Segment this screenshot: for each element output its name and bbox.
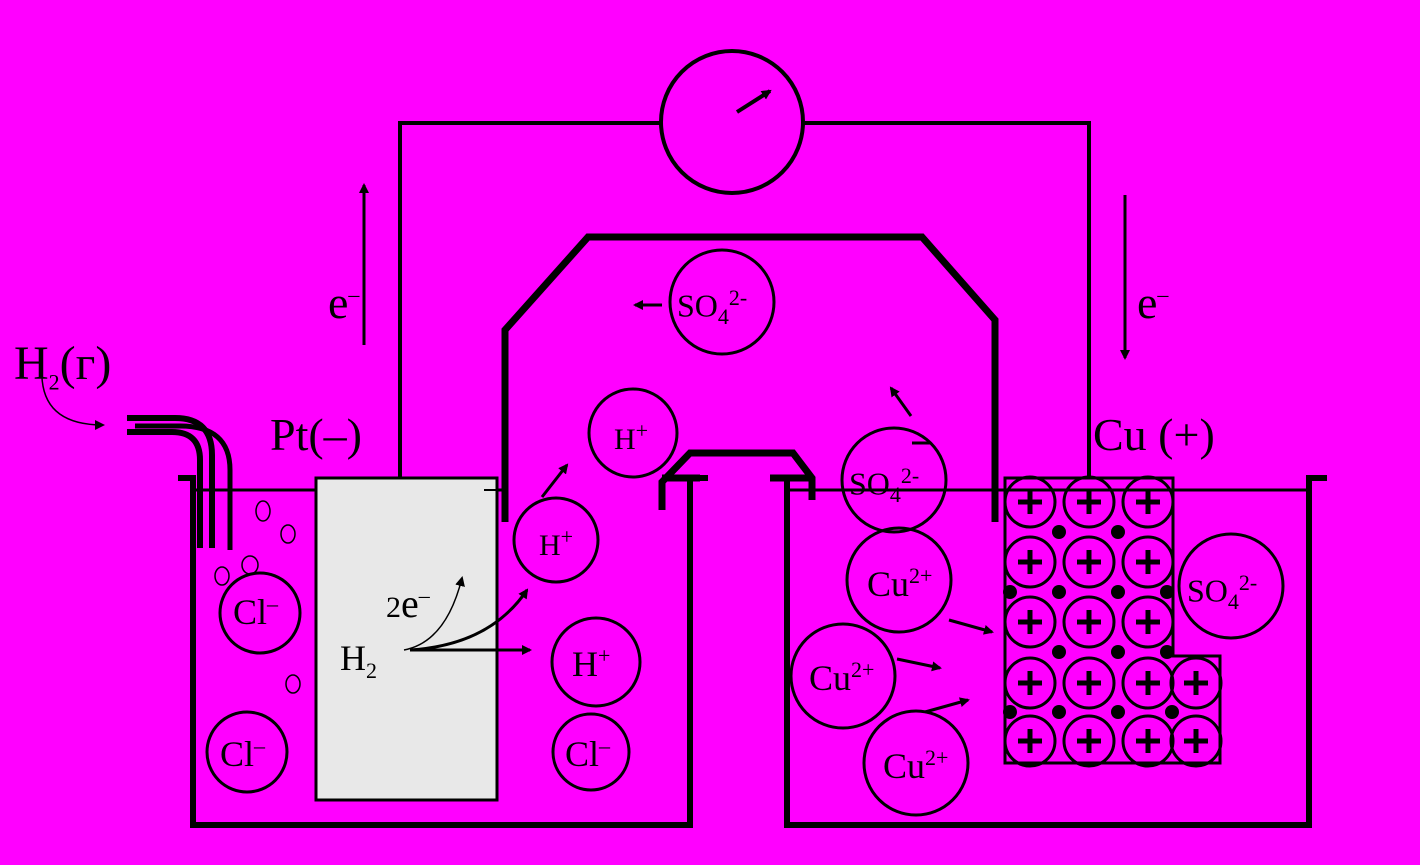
- right-beaker: [770, 475, 1327, 828]
- electron-dot: [1160, 645, 1174, 659]
- cation-circle: [1121, 656, 1175, 710]
- electron-dot: [1052, 705, 1066, 719]
- circuit-wire: [398, 121, 661, 478]
- cation-circle: [1003, 656, 1057, 710]
- ion-circles-right: [789, 426, 1285, 817]
- h2-gas-label: H2(г): [14, 337, 112, 395]
- electron-dot: [1111, 645, 1125, 659]
- cu-electrode-label: Cu (+): [1093, 409, 1215, 460]
- cation-circle: [1062, 475, 1116, 529]
- electron-right-label: e–: [1137, 277, 1169, 328]
- pt-electrode-label: Pt(–): [270, 409, 362, 460]
- cation-circle: [1003, 535, 1057, 589]
- cation-circle: [1169, 714, 1223, 768]
- cation-circle: [1169, 656, 1223, 710]
- cation-circle: [1121, 475, 1175, 529]
- electron-dot: [1003, 705, 1017, 719]
- salt-bridge-outer: [501, 233, 999, 522]
- electron-dot: [1052, 585, 1066, 599]
- oxidation-arrow: [403, 576, 465, 651]
- cation-circle: [1003, 595, 1057, 649]
- copper-ion-label: Cu2+: [809, 657, 875, 698]
- ion-circles-left: [205, 248, 776, 794]
- cation-circle: [1121, 595, 1175, 649]
- sulfate-ion-label: SO42-: [677, 285, 748, 330]
- cation-circle: [1003, 475, 1057, 529]
- cation-circle: [1062, 656, 1116, 710]
- h2-molecule-label: H2: [340, 638, 377, 684]
- cation-circle: [1062, 714, 1116, 768]
- cation-circle: [1062, 535, 1116, 589]
- cation-circle: [1003, 714, 1057, 768]
- cation-circle: [1121, 535, 1175, 589]
- left-beaker: [178, 475, 708, 828]
- salt-bridge-inner: [658, 449, 816, 510]
- electron-dot: [1165, 705, 1179, 719]
- copper-electrode: [1003, 476, 1222, 765]
- electron-dot: [1111, 525, 1125, 539]
- electron-dot: [1052, 525, 1066, 539]
- electron-dot: [1160, 585, 1174, 599]
- cation-circle: [1062, 595, 1116, 649]
- two-electrons-label: 2e–: [386, 581, 430, 626]
- sulfate-ion-label: SO42-: [1187, 570, 1258, 615]
- gas-flow-arrow: [41, 377, 105, 430]
- electron-left-label: e–: [328, 277, 360, 328]
- chloride-ion-label: Cl–: [233, 591, 279, 632]
- chloride-ion-label: Cl–: [565, 733, 611, 774]
- hydrogen-ion-label: H+: [614, 418, 649, 456]
- cation-plus-icon: [1003, 475, 1223, 768]
- electron-dot: [1052, 645, 1066, 659]
- hydrogen-ion-label: H+: [539, 524, 574, 562]
- hydrogen-ion-label: H+: [572, 643, 611, 684]
- circuit-wire-right: [804, 121, 1091, 478]
- electron-dot: [1003, 585, 1017, 599]
- electron-dot: [1111, 705, 1125, 719]
- galvanometer-icon: [659, 49, 805, 195]
- copper-ion-label: Cu2+: [883, 745, 949, 786]
- gas-inlet-tube: [127, 415, 233, 550]
- chloride-ion-label: Cl–: [220, 733, 266, 774]
- cation-circle: [1121, 714, 1175, 768]
- sulfate-ion-label: SO42-: [849, 463, 920, 508]
- copper-ion-label: Cu2+: [867, 563, 933, 604]
- electron-dot: [1111, 585, 1125, 599]
